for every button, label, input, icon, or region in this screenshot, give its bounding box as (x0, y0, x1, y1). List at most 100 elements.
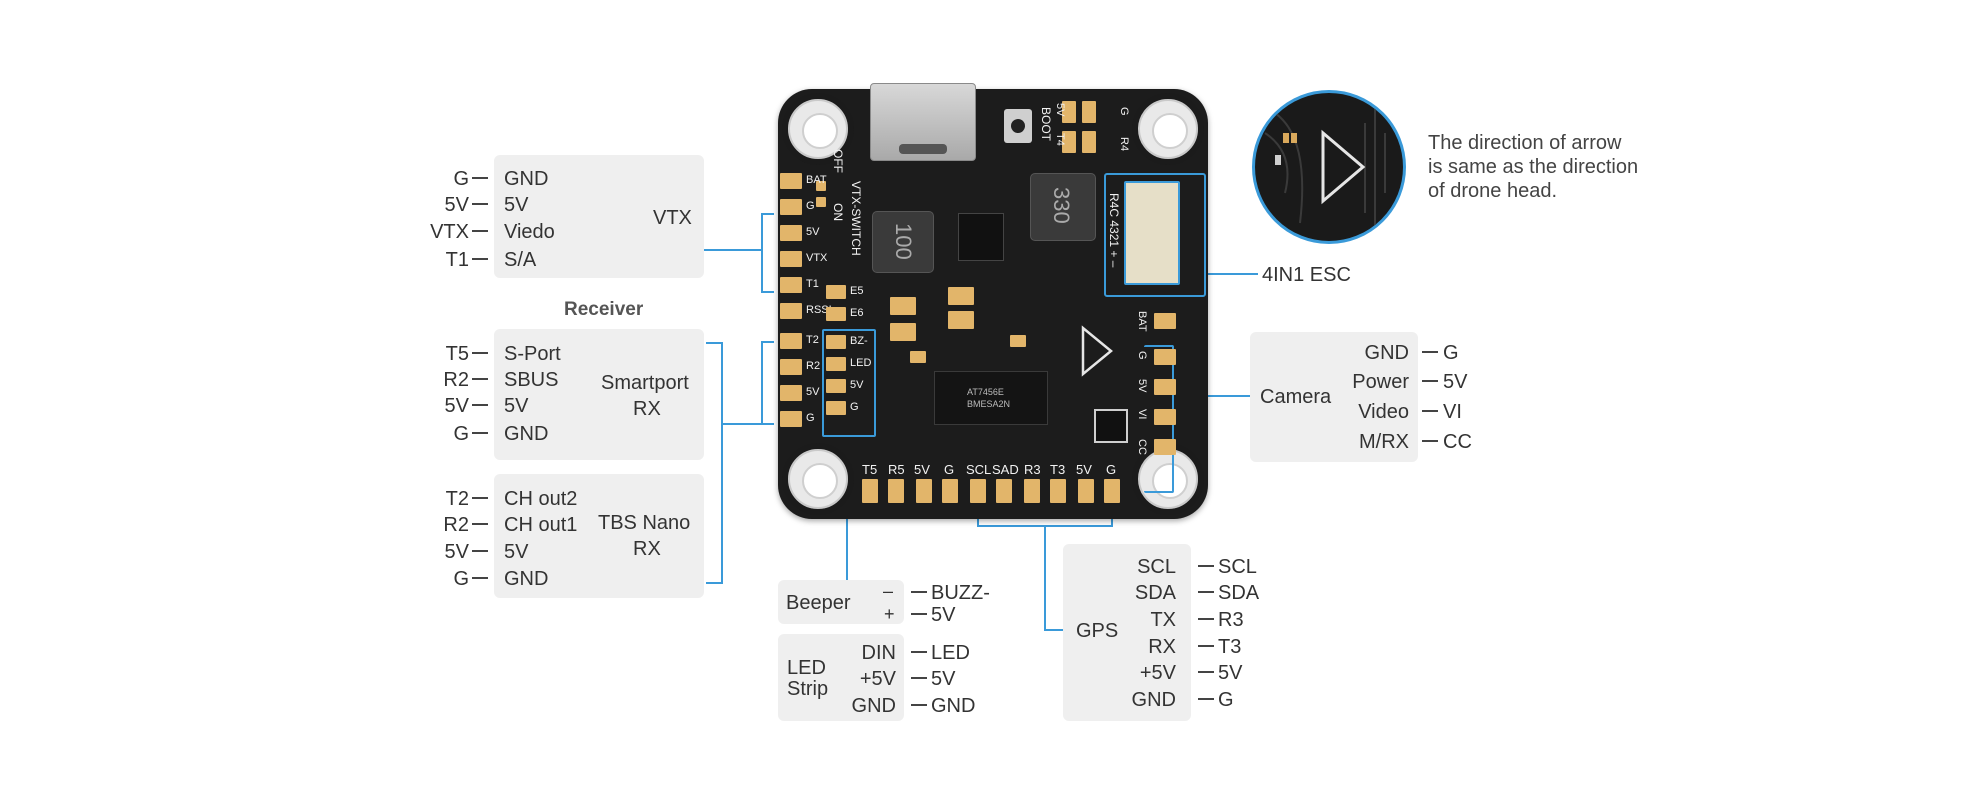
pad-left-t1 (780, 277, 802, 293)
right-label-vi: VI (1136, 409, 1148, 420)
vtx-switch-off-label: OFF (831, 149, 845, 173)
beeper-title: Beeper (786, 592, 851, 614)
bottom-label-2: 5V (914, 462, 930, 477)
beeper-led-outline (822, 329, 876, 437)
pad-bottom-r5 (888, 479, 904, 503)
pad-bottom-t5 (862, 479, 878, 503)
osd-chip-line1: AT7456E (967, 387, 1004, 397)
beeper-signal-0: – (883, 581, 894, 601)
smartport-pin-2: 5V (444, 395, 469, 417)
mount-hole-inner (1152, 463, 1188, 499)
camera-signal-3: M/RX (1359, 431, 1409, 453)
pad-bottom-t3 (1050, 479, 1066, 503)
vtx-signal-1: 5V (504, 194, 529, 216)
gps-signal-1: SDA (1134, 582, 1176, 604)
vtx-pin-2: VTX (430, 221, 469, 243)
beeper-pin-1: 5V (931, 604, 956, 626)
left-col-a-label-8: 5V (806, 386, 820, 398)
led-strip-pin-0: LED (931, 642, 970, 664)
arrow-detail-circle (1252, 90, 1406, 244)
left-col-b-label-1: E6 (850, 307, 864, 319)
left-col-b-label-2: BZ- (850, 335, 868, 347)
beeper-pin-0: BUZZ- (931, 582, 990, 604)
camera-pin-1: 5V (1443, 371, 1468, 393)
pad-bottom-g-gps (1104, 479, 1120, 503)
gps-pin-5: G (1218, 689, 1234, 711)
pad-right-5v (1154, 379, 1176, 395)
gps-pin-3: T3 (1218, 636, 1242, 658)
smartport-title-line2: RX (633, 398, 661, 420)
arrow-detail-graphic (1264, 103, 1386, 233)
pad-left-g (780, 199, 802, 215)
gps-title: GPS (1076, 620, 1119, 642)
tbs-pin-1: R2 (443, 514, 469, 536)
vtx-signal-3: S/A (504, 249, 537, 271)
left-col-a-label-1: G (806, 200, 815, 212)
left-col-a-label-3: VTX (806, 252, 828, 264)
mount-hole-top-right (1132, 93, 1204, 165)
inductor-100 (872, 211, 934, 273)
osd-chip: AT7456E BMESA2N (934, 371, 1048, 425)
pad-bz (826, 335, 846, 349)
left-col-a-label-0: BAT (806, 174, 827, 186)
camera-pin-0: G (1443, 342, 1459, 364)
tbs-title-line2: RX (633, 538, 661, 560)
vtx-panel (494, 155, 704, 278)
pad-right-vi (1154, 409, 1176, 425)
tbs-panel (494, 474, 704, 598)
inductor-330-label: 330 (1049, 187, 1074, 224)
vtx-switch-pad (816, 181, 826, 191)
capacitor (1010, 335, 1026, 347)
capacitor (948, 287, 974, 305)
pad-left-g-rx (780, 411, 802, 427)
capacitor (890, 297, 916, 315)
pad-left-rssi (780, 303, 802, 319)
pad-right-cc (1154, 439, 1176, 455)
pad-left-t2 (780, 333, 802, 349)
vtx-signal-0: GND (504, 168, 549, 190)
pad-top-right-t4 (1062, 131, 1076, 153)
led-strip-signal-2: GND (851, 695, 896, 717)
bottom-label-8: 5V (1076, 462, 1092, 477)
left-col-b-label-4: 5V (850, 379, 864, 391)
left-col-a-label-4: T1 (806, 278, 819, 290)
direction-arrow-icon (1081, 325, 1113, 377)
gps-pin-0: SCL (1218, 556, 1257, 578)
pad-top-right-g (1082, 101, 1096, 123)
vtx-switch-pad (816, 197, 826, 207)
bottom-label-5: SAD (992, 462, 1019, 477)
inductor-100-label: 100 (891, 223, 916, 260)
camera-signal-0: GND (1364, 342, 1409, 364)
smartport-signal-2: 5V (504, 395, 529, 417)
left-col-a-label-9: G (806, 412, 815, 424)
mount-hole-bottom-left (782, 443, 854, 515)
pad-left-5v-rx (780, 385, 802, 401)
left-col-b-label-5: G (850, 401, 859, 413)
pad-bottom-r3 (1024, 479, 1040, 503)
pad-bottom-g (942, 479, 958, 503)
vtx-switch-on-label: ON (831, 203, 845, 221)
camera-signal-2: Video (1358, 401, 1409, 423)
capacitor (890, 323, 916, 341)
vtx-signal-2: Viedo (504, 221, 555, 243)
vtx-switch-label: VTX-SWITCH (849, 181, 863, 256)
smartport-pin-0: T5 (445, 343, 469, 365)
vtx-pin-3: T1 (445, 249, 469, 271)
smartport-panel (494, 329, 704, 460)
mount-hole-inner (802, 463, 838, 499)
camera-pin-2: VI (1443, 401, 1462, 423)
pad-led (826, 357, 846, 371)
led-strip-title-line1: LED (787, 657, 826, 679)
smartport-signal-1: SBUS (504, 369, 559, 391)
gps-signal-4: +5V (1139, 662, 1176, 684)
bottom-label-1: R5 (888, 462, 905, 477)
bottom-label-9: G (1106, 462, 1117, 477)
pad-left-r2 (780, 359, 802, 375)
right-label-cc: CC (1136, 439, 1148, 455)
gps-signal-3: RX (1148, 636, 1176, 658)
tbs-signal-1: CH out1 (504, 514, 578, 536)
sensor-ic (1094, 409, 1128, 443)
pad-left-5v (780, 225, 802, 241)
left-col-a-label-5: RSSI (806, 304, 832, 316)
usb-c-port (899, 144, 947, 154)
